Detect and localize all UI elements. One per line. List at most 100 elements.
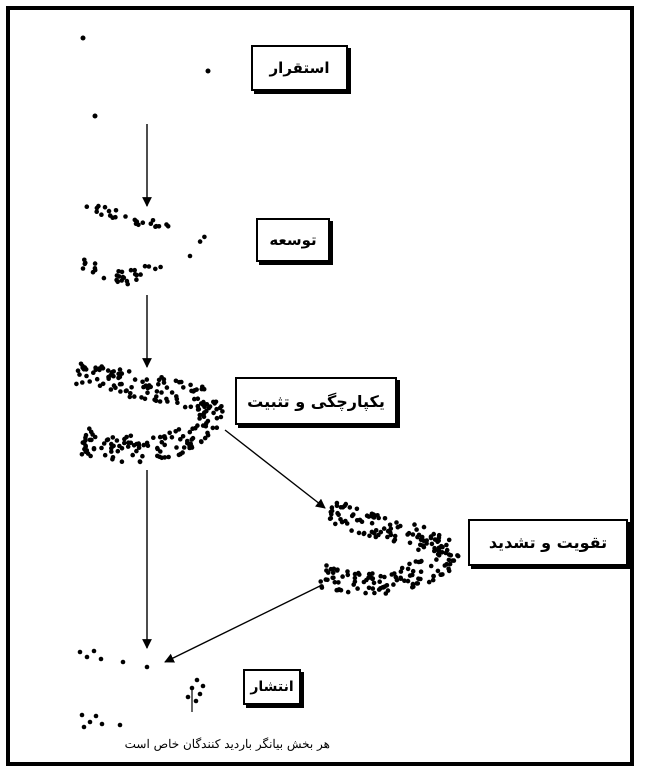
integration-dot xyxy=(205,432,211,438)
expansion-dot xyxy=(165,224,171,229)
intensification-dot xyxy=(398,576,404,581)
intensification-dot xyxy=(392,533,398,539)
intensification-dot xyxy=(418,569,424,574)
intensification-dot xyxy=(352,571,358,577)
integration-dot xyxy=(106,374,111,380)
expansion-dot xyxy=(187,253,193,259)
integration-dot xyxy=(157,434,163,440)
expansion-dot xyxy=(80,266,86,271)
intensification-dot xyxy=(418,576,423,582)
integration-dot xyxy=(84,373,89,379)
intensification-dot xyxy=(385,588,391,593)
intensification-dot xyxy=(356,530,362,536)
expansion-dot xyxy=(84,204,90,209)
expansion-dot xyxy=(150,218,156,223)
dispersion-dot xyxy=(84,654,90,660)
integration-dot xyxy=(97,367,102,373)
intensification-dot xyxy=(429,541,435,547)
intensification-dot xyxy=(419,534,425,540)
dispersion-dot xyxy=(185,694,191,700)
intensification-dot xyxy=(363,590,368,596)
intensification-dot xyxy=(436,535,442,540)
integration-dot xyxy=(178,437,183,442)
intensification-dot xyxy=(371,580,377,586)
expansion-dot xyxy=(132,272,138,277)
expansion-dot xyxy=(110,215,115,220)
integration-dot xyxy=(162,442,167,448)
intensification-dot xyxy=(385,528,391,534)
expansion-dot xyxy=(101,275,107,281)
stage-label-intensification: تقویت و تشدید xyxy=(468,519,628,566)
expansion-dot xyxy=(146,264,152,269)
integration-dot xyxy=(192,388,198,393)
integration-dot xyxy=(139,395,144,400)
intensification-dot xyxy=(355,586,360,591)
intensification-dot xyxy=(447,561,453,567)
intensification-dot xyxy=(345,589,351,595)
integration-dot xyxy=(83,444,88,450)
integration-dot xyxy=(87,379,92,384)
integration-dot xyxy=(214,406,219,412)
integration-dot xyxy=(110,455,116,460)
integration-dot xyxy=(118,389,123,394)
intensification-dot xyxy=(329,505,335,510)
intensification-dot xyxy=(354,506,360,512)
integration-dot xyxy=(157,399,163,404)
intensification-dot xyxy=(421,544,427,550)
integration-dot xyxy=(93,365,98,371)
intensification-dot xyxy=(414,581,420,586)
intensification-dot xyxy=(370,586,376,591)
integration-dot xyxy=(156,382,161,387)
expansion-dot xyxy=(138,272,143,277)
integration-dot xyxy=(77,372,82,377)
intensification-dot xyxy=(421,524,427,530)
intensification-dot xyxy=(410,532,416,537)
integration-dot xyxy=(165,399,170,404)
integration-dot xyxy=(111,373,116,379)
integration-dot xyxy=(151,435,156,441)
integration-dot xyxy=(180,434,186,439)
integration-dot xyxy=(202,435,208,441)
integration-dot xyxy=(175,400,180,406)
integration-dot xyxy=(181,385,186,390)
integration-dot xyxy=(84,448,90,453)
intensification-dot xyxy=(416,547,421,553)
expansion-dot xyxy=(148,221,154,226)
expansion-dot xyxy=(153,224,158,229)
intensification-dot xyxy=(377,579,383,584)
integration-dot xyxy=(74,381,79,387)
integration-dot xyxy=(87,426,92,432)
intensification-dot xyxy=(366,585,372,591)
expansion-dot xyxy=(116,269,121,274)
intensification-dot xyxy=(446,566,451,571)
intensification-dot xyxy=(410,581,416,587)
intensification-dot xyxy=(352,579,358,584)
intensification-dot xyxy=(410,568,416,574)
intensification-dot xyxy=(432,548,437,554)
expansion-dot xyxy=(96,203,101,209)
integration-dot xyxy=(143,383,149,389)
expansion-dot xyxy=(114,273,120,278)
integration-dot xyxy=(217,405,223,411)
intensification-dot xyxy=(430,577,436,583)
integration-dot xyxy=(167,430,172,436)
integration-dot xyxy=(176,427,182,432)
expansion-dot xyxy=(123,214,128,219)
dispersion-dot xyxy=(200,683,206,689)
expansion-dot xyxy=(113,208,119,213)
integration-dot xyxy=(126,369,132,374)
stage-label-settlement: استقرار xyxy=(251,45,348,91)
integration-dot xyxy=(109,370,115,375)
integration-dot xyxy=(145,443,151,449)
intensification-dot xyxy=(349,528,354,533)
intensification-dot xyxy=(424,541,429,546)
intensification-dot xyxy=(336,587,342,592)
integration-dot xyxy=(83,432,89,438)
integration-dot xyxy=(162,434,167,439)
intensification-dot xyxy=(345,569,350,574)
integration-dot xyxy=(122,436,127,442)
intensification-dot xyxy=(343,518,348,524)
integration-dot xyxy=(195,407,201,412)
integration-dot xyxy=(126,440,131,446)
